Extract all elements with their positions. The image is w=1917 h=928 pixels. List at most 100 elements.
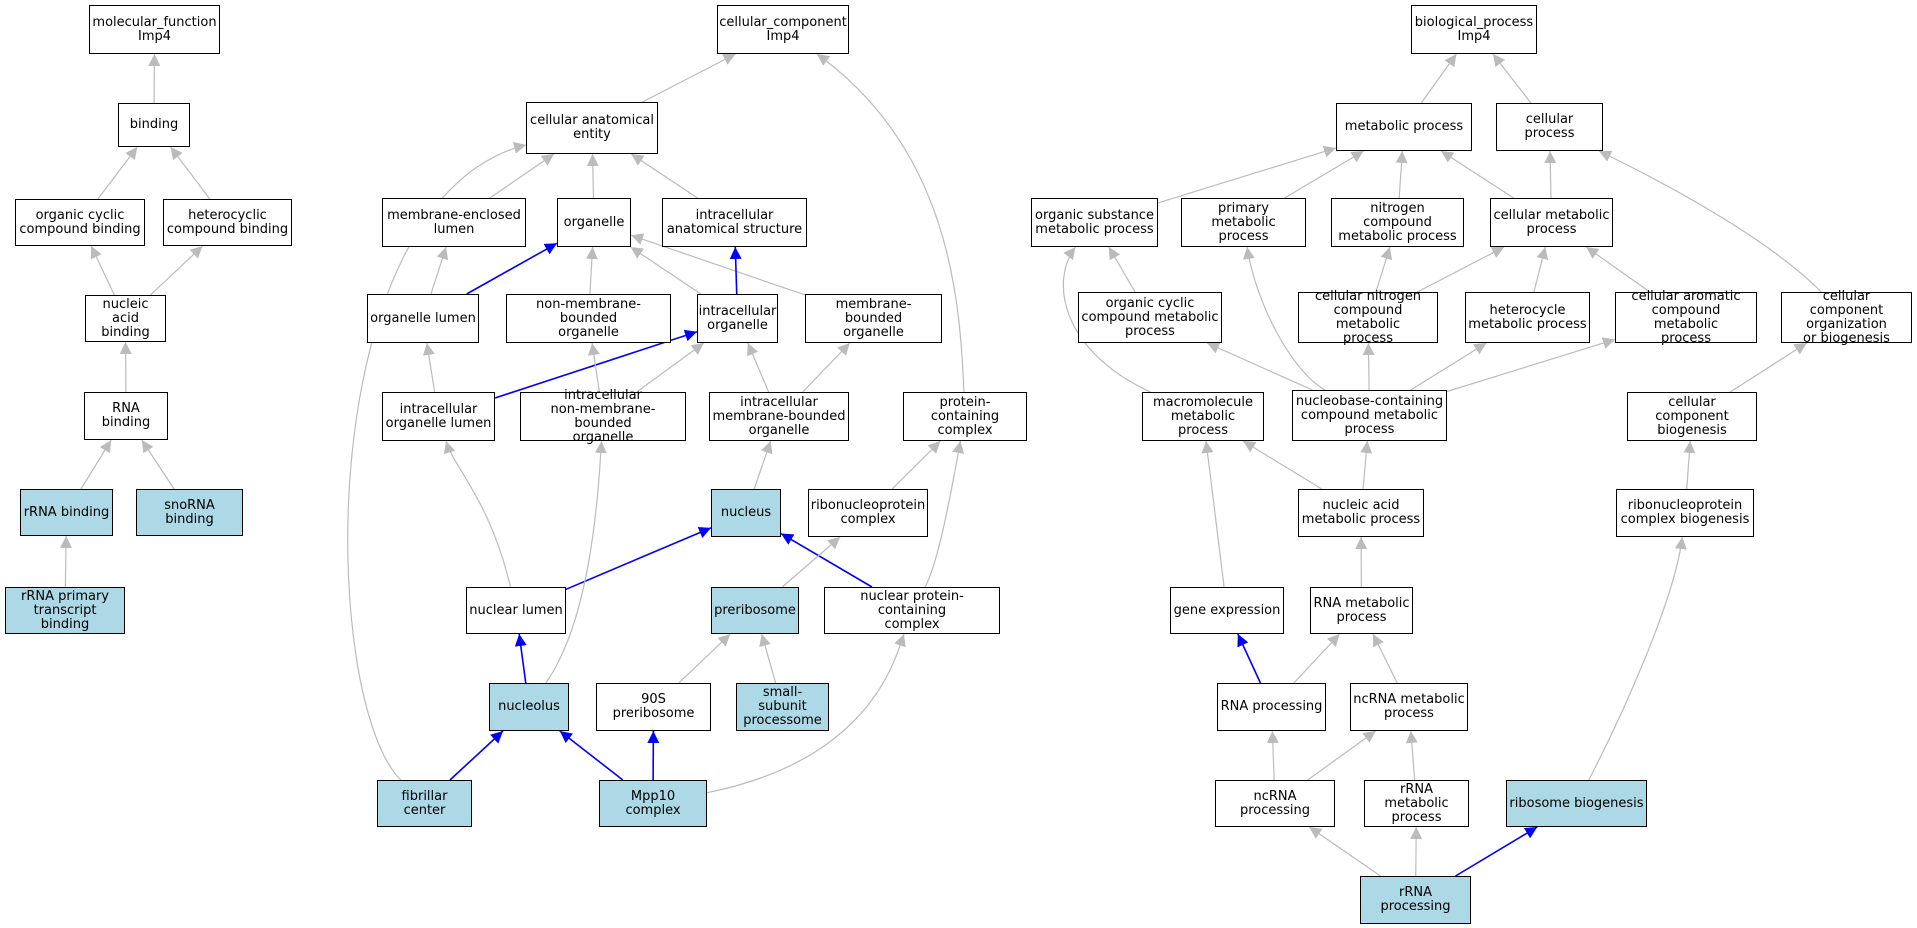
- edge-cp-to-bp: [1492, 53, 1532, 104]
- edge-ssp-to-prib: [759, 633, 777, 684]
- edge-nl-to-nucleus: [565, 526, 712, 591]
- edge-rnp-to-pcc: [891, 440, 941, 490]
- go-term-node-cmp[interactable]: cellular metabolic process: [1490, 198, 1613, 247]
- go-term-node-nucleolus[interactable]: nucleolus: [489, 683, 569, 731]
- edge-ncrnap-to-ncrnamp: [1307, 730, 1377, 781]
- go-term-node-rnab[interactable]: RNA binding: [84, 392, 168, 440]
- edge-mel-to-cae: [489, 153, 555, 199]
- go-term-node-ncrnap[interactable]: ncRNA processing: [1215, 780, 1335, 827]
- go-term-node-hmp[interactable]: heterocycle metabolic process: [1465, 292, 1590, 343]
- go-term-node-ge[interactable]: gene expression: [1170, 587, 1284, 634]
- edge-nucleolus-to-inmbo: [545, 440, 607, 684]
- go-term-node-orgl[interactable]: organelle lumen: [367, 294, 479, 343]
- edge-ocb-to-binding: [97, 146, 138, 200]
- edge-io-to-org: [630, 246, 702, 295]
- go-term-node-osmp[interactable]: organic substance metabolic process: [1031, 198, 1158, 247]
- go-term-node-rrnaproc[interactable]: rRNA processing: [1360, 876, 1471, 924]
- go-term-node-bp[interactable]: biological_process Imp4: [1411, 5, 1537, 54]
- go-term-node-rb[interactable]: ribosome biogenesis: [1506, 780, 1647, 827]
- go-term-node-rrnap[interactable]: rRNA primary transcript binding: [5, 587, 125, 634]
- go-term-node-rnp[interactable]: ribonucleoprotein complex: [808, 489, 928, 537]
- edge-nbcmp-to-cncmp: [1362, 342, 1375, 391]
- go-term-node-ssp[interactable]: small-subunit processome: [736, 683, 829, 731]
- go-term-node-ccb[interactable]: cellular component biogenesis: [1627, 392, 1757, 441]
- go-term-node-mp[interactable]: metabolic process: [1336, 103, 1472, 151]
- go-term-node-pmp[interactable]: primary metabolic process: [1181, 198, 1306, 247]
- go-term-node-cacmp[interactable]: cellular aromatic compound metabolic pro…: [1615, 289, 1757, 345]
- edge-rrnaproc-to-rb: [1455, 826, 1538, 877]
- edge-ccb-to-ccob: [1729, 342, 1808, 393]
- edge-nbcmp-to-occmp: [1206, 342, 1313, 391]
- go-term-node-cncmp[interactable]: cellular nitrogen compound metabolic pro…: [1298, 289, 1438, 345]
- edge-inmbo-to-io: [636, 342, 705, 393]
- edge-hmp-to-cmp: [1533, 246, 1549, 293]
- edge-osmp-to-mp: [1157, 145, 1337, 204]
- go-term-node-mbo[interactable]: membrane-bounded organelle: [805, 294, 942, 343]
- go-term-node-ncrnamp[interactable]: ncRNA metabolic process: [1350, 683, 1468, 731]
- go-term-node-hcb[interactable]: heterocyclic compound binding: [163, 199, 292, 246]
- edge-nbcmp-to-cacmp: [1446, 337, 1616, 393]
- go-term-node-nucleus[interactable]: nucleus: [711, 489, 781, 537]
- edge-fc-to-nucleolus: [449, 730, 504, 781]
- edge-npcc-to-nucleus: [780, 532, 873, 588]
- go-term-node-imbo[interactable]: intracellular membrane-bounded organelle: [709, 392, 849, 441]
- edge-nbcmp-to-hmp: [1410, 342, 1487, 391]
- go-term-node-ocb[interactable]: organic cyclic compound binding: [15, 199, 145, 246]
- edge-ncmp-to-mp: [1395, 150, 1408, 199]
- edge-p90s-to-prib: [678, 633, 731, 684]
- go-term-node-rnamp[interactable]: RNA metabolic process: [1310, 587, 1413, 634]
- edge-nab-to-ocb: [90, 245, 115, 296]
- edge-cae-to-cc: [642, 53, 736, 103]
- edge-pcc-to-cc: [816, 53, 965, 393]
- go-term-node-fc[interactable]: fibrillar center: [377, 780, 472, 827]
- go-term-node-nab[interactable]: nucleic acid binding: [85, 295, 166, 342]
- go-term-node-nmbo[interactable]: non-membrane-bounded organelle: [506, 294, 671, 343]
- edge-orgl-to-mel: [430, 246, 449, 295]
- edge-io-to-ias: [729, 246, 742, 295]
- go-term-node-snorna[interactable]: snoRNA binding: [136, 489, 243, 536]
- go-term-node-occmp[interactable]: organic cyclic compound metabolic proces…: [1078, 292, 1222, 343]
- edge-nucleus-to-imbo: [753, 440, 773, 490]
- edge-rrnap-to-rrnab: [59, 535, 72, 588]
- edge-fc-to-cae: [347, 142, 527, 781]
- edge-imbo-to-mbo: [802, 342, 851, 393]
- go-term-node-nbcmp[interactable]: nucleobase-containing compound metabolic…: [1292, 390, 1447, 441]
- go-term-node-cae[interactable]: cellular anatomical entity: [526, 102, 658, 154]
- edge-cmp-to-cp: [1544, 150, 1557, 199]
- edge-ccob-to-cp: [1598, 150, 1822, 293]
- go-term-node-prib[interactable]: preribosome: [711, 587, 799, 634]
- go-term-node-nl[interactable]: nuclear lumen: [466, 587, 566, 634]
- edge-mmp-to-osmp: [1062, 246, 1151, 393]
- go-term-node-ccob[interactable]: cellular component organization or bioge…: [1781, 289, 1912, 345]
- edge-mp-to-bp: [1420, 53, 1457, 104]
- go-term-node-inmbo[interactable]: intracellular non-membrane-bounded organ…: [520, 388, 686, 444]
- go-term-node-ncmp[interactable]: nitrogen compound metabolic process: [1331, 198, 1464, 247]
- go-term-node-mf[interactable]: molecular_function Imp4: [89, 5, 220, 54]
- edge-nl-to-iol: [443, 440, 512, 588]
- go-term-node-iol[interactable]: intracellular organelle lumen: [382, 392, 495, 441]
- go-term-node-pcc[interactable]: protein-containing complex: [903, 392, 1027, 441]
- go-term-node-cc[interactable]: cellular_component Imp4: [717, 5, 849, 54]
- go-term-node-mmp[interactable]: macromolecule metabolic process: [1142, 392, 1264, 441]
- go-term-node-rnpcb[interactable]: ribonucleoprotein complex biogenesis: [1616, 489, 1754, 537]
- go-term-node-mpp10[interactable]: Mpp10 complex: [599, 780, 707, 827]
- go-term-node-rrnamp[interactable]: rRNA metabolic process: [1364, 780, 1469, 827]
- go-term-node-io[interactable]: intracellular organelle: [697, 294, 778, 343]
- go-term-node-rnap[interactable]: RNA processing: [1217, 683, 1326, 731]
- go-term-node-ias[interactable]: intracellular anatomical structure: [662, 198, 807, 247]
- go-term-node-org[interactable]: organelle: [557, 198, 631, 247]
- go-term-node-cp[interactable]: cellular process: [1496, 103, 1603, 151]
- go-term-node-p90s[interactable]: 90S preribosome: [596, 683, 711, 731]
- edge-cacmp-to-cmp: [1585, 246, 1651, 293]
- edge-rrnab-to-rnab: [80, 439, 112, 490]
- edge-ge-to-mmp: [1201, 440, 1225, 588]
- edge-nucleolus-to-nl: [514, 633, 527, 684]
- edge-namp-to-mmp: [1242, 440, 1323, 490]
- go-term-node-mel[interactable]: membrane-enclosed lumen: [382, 198, 526, 247]
- edge-cncmp-to-ncmp: [1375, 246, 1393, 293]
- go-term-node-binding[interactable]: binding: [118, 103, 190, 147]
- go-term-node-rrnab[interactable]: rRNA binding: [20, 489, 113, 536]
- go-term-node-npcc[interactable]: nuclear protein-containing complex: [824, 587, 1000, 634]
- go-term-node-namp[interactable]: nucleic acid metabolic process: [1298, 489, 1424, 537]
